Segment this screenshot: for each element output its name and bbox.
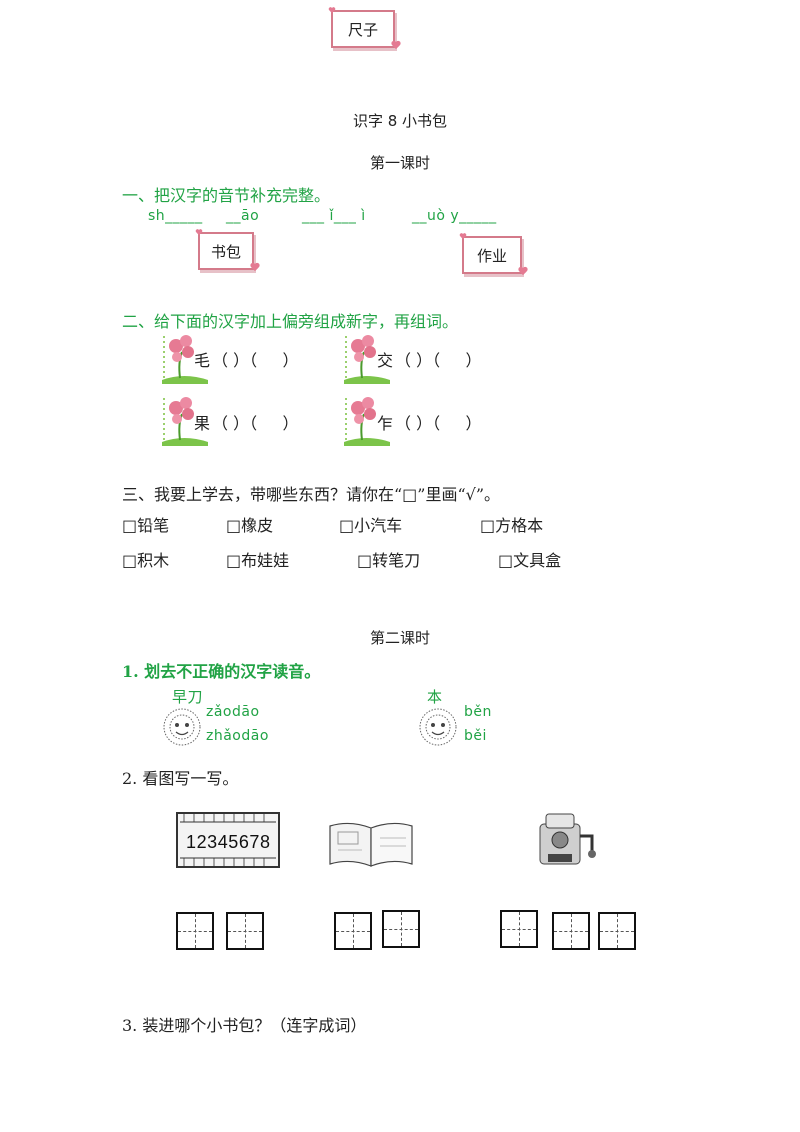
lesson-2-question-1-title: 1. 划去不正确的汉字读音。 [122,662,321,681]
writing-grid-box[interactable] [176,912,214,950]
checkbox-item-eraser[interactable]: □橡皮 [226,516,274,535]
heart-icon [391,41,401,50]
pinyin-blank-2: __āo [226,208,260,224]
heart-icon [518,267,528,276]
question-3-title: 三、我要上学去，带哪些东西？请你在“□”里画“√”。 [122,485,501,504]
checkbox-item-grid-notebook[interactable]: □方格本 [480,516,544,535]
ruler-digits: 12345678 [186,832,270,852]
question-2-title: 二、给下面的汉字加上偏旁组成新字，再组词。 [122,312,459,331]
homework-card-label: 作业 [476,246,507,265]
pinyin-option-right-1[interactable]: běn [464,704,492,720]
writing-grid-box[interactable] [552,912,590,950]
radical-char-1: 毛 [194,351,211,370]
flower-icon [160,332,208,384]
checkbox-item-pencil[interactable]: □铅笔 [122,516,170,535]
lesson-2-question-2-title: 2. 看图写一写。 [122,769,239,788]
ruler-card: 尺子 [331,10,395,48]
answer-parens-1: （ ）（ ） [212,351,299,370]
sharpener-image [532,806,602,872]
radical-char-2: 交 [377,351,394,370]
ruler-image: 12345678 [176,812,280,868]
radical-char-4: 乍 [377,414,394,433]
heart-icon [250,263,260,272]
writing-grid-box[interactable] [226,912,264,950]
pinyin-option-left-1[interactable]: zǎodāo [206,704,260,720]
char-label-left: 早刀 [172,688,204,706]
question-1-title: 一、把汉字的音节补充完整。 [122,186,331,205]
answer-parens-4: （ ）（ ） [395,414,482,433]
heart-icon [329,7,336,13]
pinyin-blank-1: sh_____ [148,208,203,224]
checkbox-item-blocks[interactable]: □积木 [122,551,170,570]
writing-grid-box[interactable] [382,910,420,948]
checkbox-item-sharpener[interactable]: □转笔刀 [357,551,421,570]
cartoon-face-icon [160,705,204,749]
pinyin-blank-4: __uò y_____ [412,208,497,224]
writing-grid-box[interactable] [598,912,636,950]
pinyin-option-right-2[interactable]: běi [464,728,487,744]
heart-icon [460,233,467,239]
lesson-1-heading: 第一课时 [369,154,430,172]
bookbag-card: 书包 [198,232,254,270]
page-title: 识字 8 小书包 [352,112,448,130]
flower-icon [160,394,208,446]
lesson-2-question-3-title: 3. 装进哪个小书包？（连字成词） [122,1016,367,1035]
writing-grid-box[interactable] [334,912,372,950]
cartoon-face-icon [416,705,460,749]
answer-parens-3: （ ）（ ） [212,414,299,433]
radical-char-3: 果 [194,414,211,433]
char-label-right: 本 [427,688,443,706]
checkbox-item-doll[interactable]: □布娃娃 [226,551,290,570]
heart-icon [196,229,203,235]
checkbox-item-pencil-case[interactable]: □文具盒 [498,551,562,570]
flower-icon [342,332,390,384]
flower-icon [342,394,390,446]
answer-parens-2: （ ）（ ） [395,351,482,370]
checkbox-item-toy-car[interactable]: □小汽车 [339,516,403,535]
pinyin-blank-3: ___ ǐ___ ì [302,208,366,224]
homework-card: 作业 [462,236,522,274]
ruler-card-label: 尺子 [347,20,378,39]
lesson-2-heading: 第二课时 [369,629,430,647]
pinyin-option-left-2[interactable]: zhǎodāo [206,728,269,744]
book-image [326,818,416,870]
writing-grid-box[interactable] [500,910,538,948]
bookbag-card-label: 书包 [210,242,241,261]
